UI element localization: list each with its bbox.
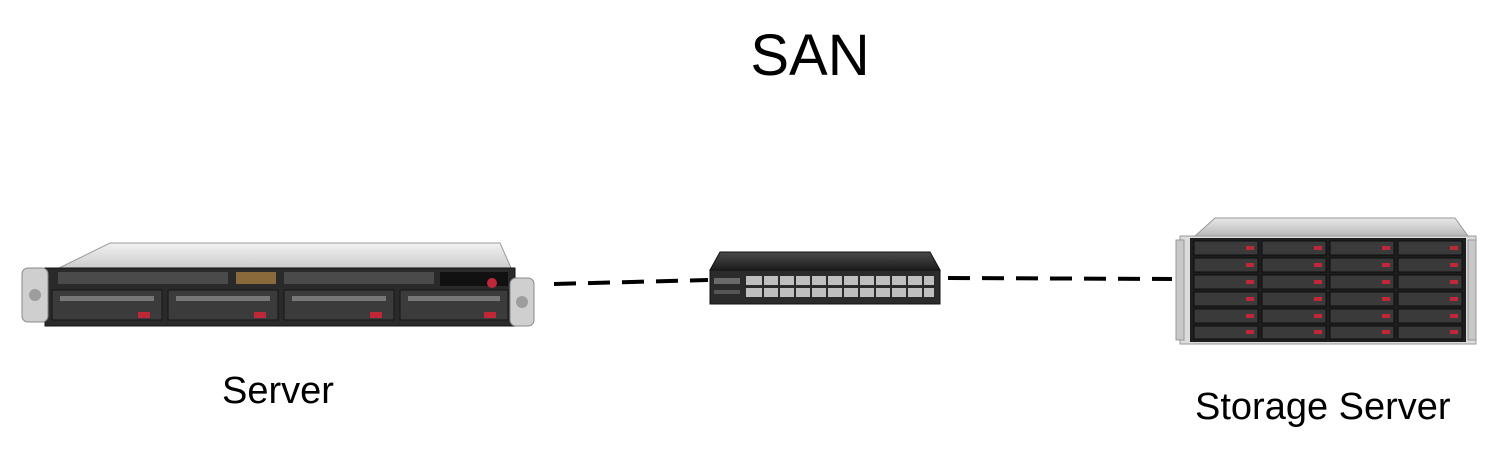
link-switch-storage [947,276,1173,281]
link-server-switch [553,278,709,286]
storage-server-label: Storage Server [1195,386,1451,428]
network-switch-icon [709,251,941,305]
rack-server-1u-icon [21,242,535,327]
storage-server-4u-icon [1175,217,1477,345]
server-label: Server [222,370,334,412]
